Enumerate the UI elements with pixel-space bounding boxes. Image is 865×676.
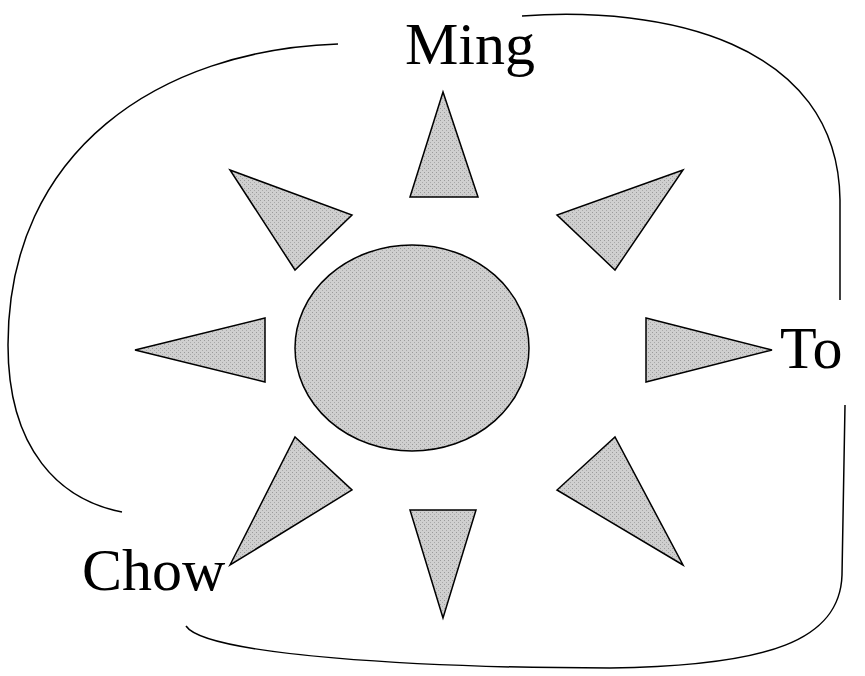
person-label: Chow <box>82 540 225 600</box>
person-label: Ming <box>405 14 535 74</box>
sun-rays <box>135 92 772 618</box>
loop-lines <box>8 14 845 668</box>
person-label: To <box>780 318 842 378</box>
